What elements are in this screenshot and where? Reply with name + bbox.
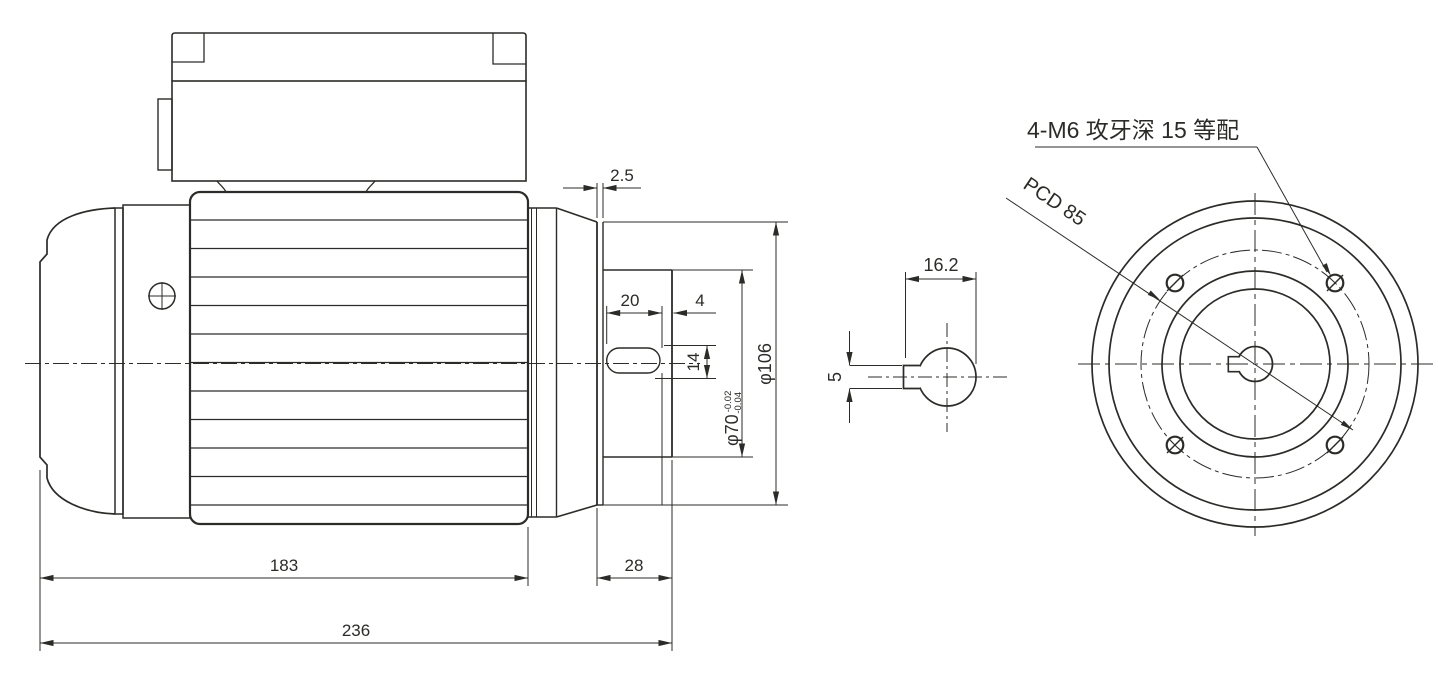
screw-head-icon xyxy=(148,282,176,310)
dim-28: 28 xyxy=(625,556,644,575)
tapped-holes xyxy=(1165,273,1345,455)
lid-corner-left xyxy=(172,33,205,63)
dim-183: 183 xyxy=(270,556,298,575)
shaft-section-view: 16.2 5 xyxy=(825,255,1008,432)
rear-band xyxy=(122,204,191,519)
dim-5: 5 xyxy=(825,372,845,382)
side-dimension-labels: 2.5 20 4 14 φ70-0.02-0.04 φ106 183 28 23… xyxy=(270,166,775,640)
dim-2-5: 2.5 xyxy=(610,166,634,185)
keyway-slot xyxy=(606,347,661,374)
pcd-callout: PCD 85 xyxy=(1005,173,1354,431)
front-bracket xyxy=(528,207,673,518)
side-dimensions xyxy=(39,183,788,651)
dim-20: 20 xyxy=(621,291,640,310)
lid-corner-right xyxy=(492,33,526,65)
dim-4: 4 xyxy=(695,291,704,310)
tap-note-callout: 4-M6 攻牙深 15 等配 xyxy=(1027,117,1331,276)
dim-dia70: φ70-0.02-0.04 xyxy=(722,391,744,446)
dim-dia106: φ106 xyxy=(755,343,775,385)
cable-gland xyxy=(157,98,173,171)
motor-body xyxy=(188,190,530,526)
rear-end-cap xyxy=(39,207,116,515)
section-dimensions xyxy=(846,272,977,423)
flange-front-view: PCD 85 4-M6 攻牙深 15 等配 xyxy=(1005,117,1433,536)
dim-14: 14 xyxy=(684,353,703,372)
terminal-box xyxy=(157,32,527,193)
pcd-label: PCD 85 xyxy=(1019,173,1089,230)
tap-note: 4-M6 攻牙深 15 等配 xyxy=(1027,117,1239,143)
dim-236: 236 xyxy=(342,621,370,640)
side-view: 2.5 20 4 14 φ70-0.02-0.04 φ106 183 28 23… xyxy=(25,32,788,651)
dim-16-2: 16.2 xyxy=(923,255,958,275)
rear-ring xyxy=(114,207,124,515)
cooling-fins xyxy=(190,219,528,506)
